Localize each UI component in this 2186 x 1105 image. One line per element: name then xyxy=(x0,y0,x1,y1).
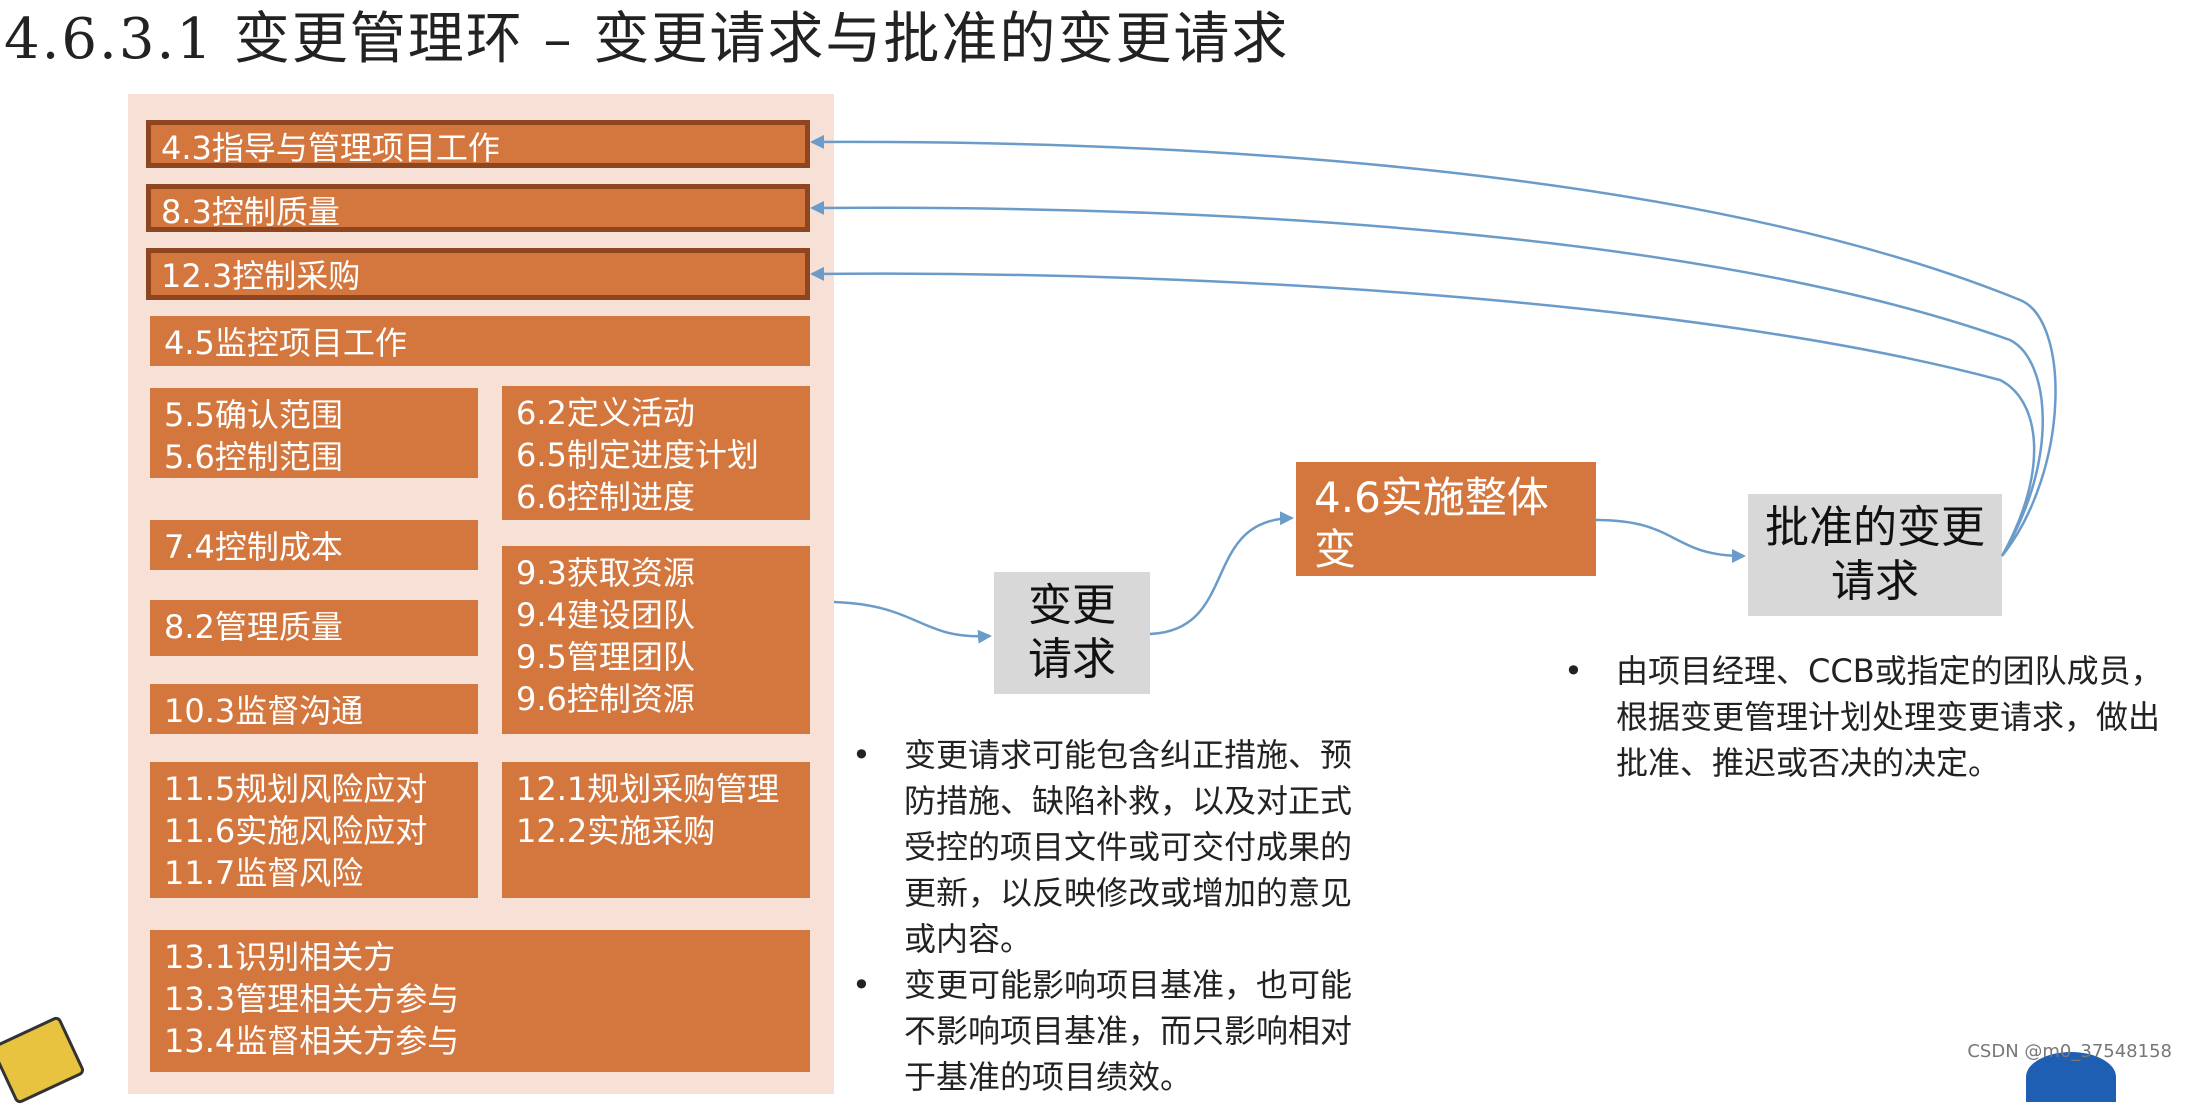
arrow-icc-to-approved xyxy=(1595,518,1746,563)
process-9-3-9-6: 9.3获取资源 9.4建设团队 9.5管理团队 9.6控制资源 xyxy=(502,546,810,734)
flow-arrows xyxy=(810,134,2057,644)
arrow-approved-to-8-3 xyxy=(810,200,2044,557)
process-4-5: 4.5监控项目工作 xyxy=(150,316,810,366)
arrow-approved-to-12-3 xyxy=(810,266,2036,557)
notes-right: 由项目经理、CCB或指定的团队成员，根据变更管理计划处理变更请求，做出批准、推迟… xyxy=(1560,648,2186,786)
approved-change-request-box: 批准的变更 请求 xyxy=(1748,494,2002,616)
process-8-2: 8.2管理质量 xyxy=(150,600,478,656)
process-5-5-5-6: 5.5确认范围 5.6控制范围 xyxy=(150,388,478,478)
integrated-change-control-box: 4.6实施整体变 更控制 xyxy=(1296,462,1596,626)
watermark: CSDN @m0_37548158 xyxy=(1967,1041,2172,1062)
process-12-1-12-2: 12.1规划采购管理 12.2实施采购 xyxy=(502,762,810,898)
process-8-3: 8.3控制质量 xyxy=(146,184,810,232)
page-title: 4.6.3.1 变更管理环 – 变更请求与批准的变更请求 xyxy=(4,7,1290,72)
process-7-4: 7.4控制成本 xyxy=(150,520,478,570)
arrow-approved-to-4-3 xyxy=(810,134,2057,557)
change-request-box: 变更 请求 xyxy=(994,572,1150,694)
note-right-1: 由项目经理、CCB或指定的团队成员，根据变更管理计划处理变更请求，做出批准、推迟… xyxy=(1560,648,2186,786)
arrow-change-request-to-icc xyxy=(1149,511,1294,636)
process-11-5-11-7: 11.5规划风险应对 11.6实施风险应对 11.7监督风险 xyxy=(150,762,478,898)
process-12-3: 12.3控制采购 xyxy=(146,248,810,300)
process-4-3: 4.3指导与管理项目工作 xyxy=(146,120,810,168)
note-left-1: 变更请求可能包含纠正措施、预防措施、缺陷补救，以及对正式受控的项目文件或可交付成… xyxy=(848,732,1368,962)
arrow-processes-to-change-request xyxy=(833,600,992,644)
process-10-3: 10.3监督沟通 xyxy=(150,684,478,734)
process-6-2-6-6: 6.2定义活动 6.5制定进度计划 6.6控制进度 xyxy=(502,386,810,520)
process-13-1-13-4: 13.1识别相关方 13.3管理相关方参与 13.4监督相关方参与 xyxy=(150,930,810,1072)
